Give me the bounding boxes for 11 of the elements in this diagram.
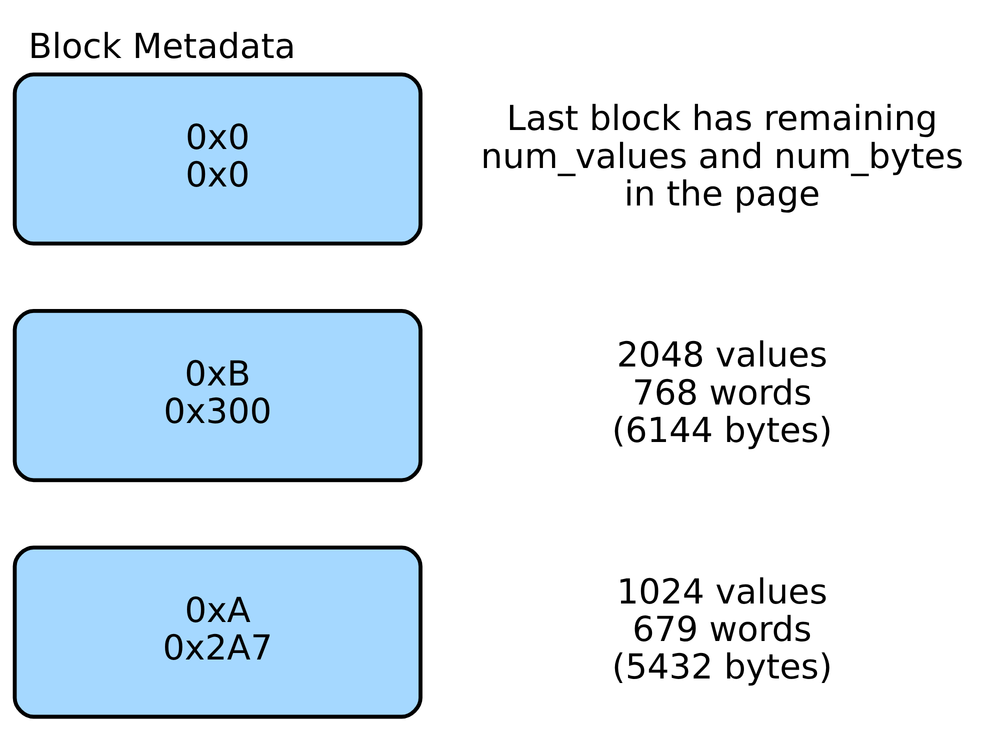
node-label: 679 words	[632, 610, 812, 650]
node-box: 0xB 0x300	[12, 309, 422, 482]
node-label: (5432 bytes)	[612, 648, 832, 688]
node-label: (6144 bytes)	[612, 410, 832, 451]
node-label: 768 words	[632, 373, 812, 414]
node-label: 2048 values	[616, 336, 828, 376]
node-label: 1024 values	[616, 572, 828, 612]
node-label: Last block has remaining num_values and num_bytes in the page	[480, 99, 964, 214]
node-box: 0x0 0x0	[12, 72, 422, 246]
diagram-title: Block Metadata	[28, 27, 296, 68]
node-box: 0xA 0x2A7	[12, 546, 422, 719]
